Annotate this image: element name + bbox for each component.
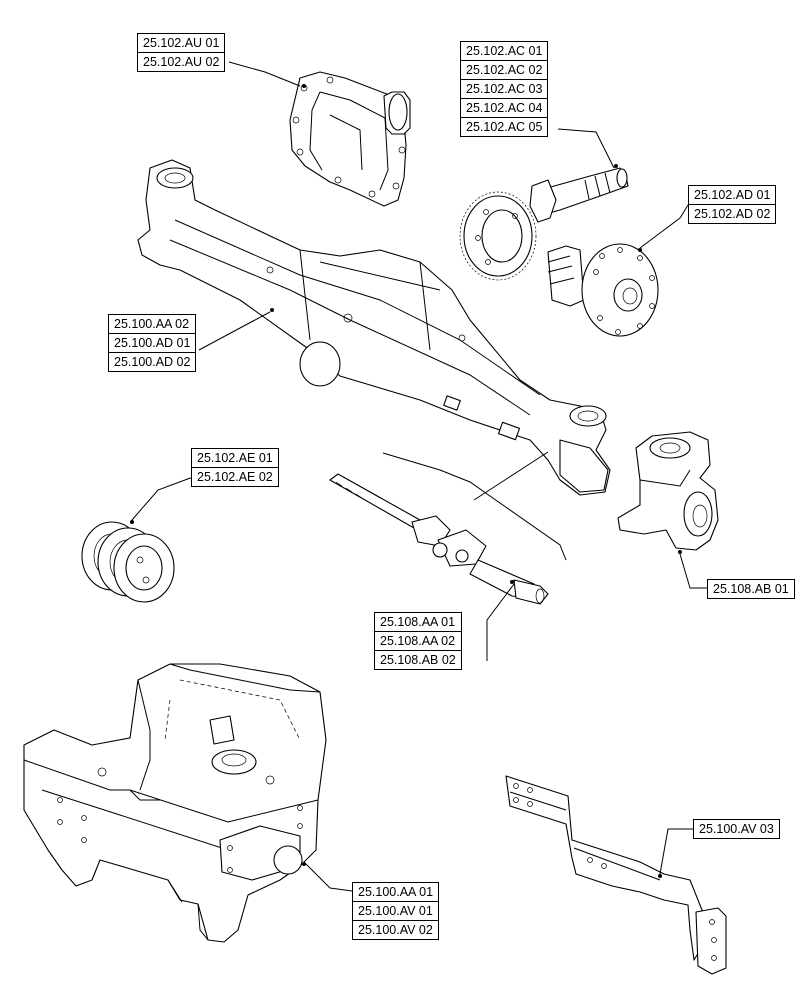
differential-housing-cover-icon [289, 71, 411, 207]
part-code: 25.102.AC 01 [461, 42, 548, 61]
part-code: 25.102.AU 02 [143, 55, 220, 69]
part-code: 25.108.AB 01 [713, 582, 789, 596]
callout-pinion-gear[interactable]: 25.102.AC 01 25.102.AC 02 25.102.AC 03 2… [460, 41, 549, 137]
part-code: 25.100.AD 01 [109, 334, 196, 353]
part-code: 25.102.AC 02 [461, 61, 548, 80]
callout-axle-housing[interactable]: 25.100.AA 02 25.100.AD 01 25.100.AD 02 [108, 314, 197, 372]
part-code: 25.102.AC 04 [461, 99, 548, 118]
cardan-shaft-icon [329, 473, 549, 605]
part-code: 25.102.AE 01 [192, 449, 278, 468]
callout-rear-housing[interactable]: 25.102.AU 01 25.102.AU 02 [137, 33, 226, 72]
callout-clutch-discs[interactable]: 25.102.AE 01 25.102.AE 02 [191, 448, 279, 487]
part-code: 25.100.AV 01 [353, 902, 439, 921]
part-code: 25.100.AA 01 [353, 883, 439, 902]
part-code: 25.100.AA 02 [109, 315, 196, 334]
callout-steering-knuckle[interactable]: 25.108.AB 01 [707, 579, 795, 599]
leader-lines [131, 61, 714, 892]
part-code: 25.102.AC 03 [461, 80, 548, 99]
part-code: 25.100.AV 02 [358, 923, 433, 937]
axle-support-frame-icon [23, 663, 327, 943]
part-code: 25.100.AD 02 [114, 355, 191, 369]
callout-drive-shaft[interactable]: 25.108.AA 01 25.108.AA 02 25.108.AB 02 [374, 612, 462, 670]
part-code: 25.102.AU 01 [138, 34, 225, 53]
part-code: 25.102.AE 02 [197, 470, 273, 484]
part-code: 25.100.AV 03 [699, 822, 774, 836]
part-code: 25.108.AA 02 [375, 632, 461, 651]
friction-discs-icon [81, 520, 175, 603]
assembly-axis-lines [382, 451, 567, 561]
differential-case-icon [547, 243, 659, 337]
ring-gear-icon [459, 191, 537, 281]
callout-bracket[interactable]: 25.100.AV 03 [693, 819, 780, 839]
front-axle-housing-icon [137, 159, 611, 496]
steering-knuckle-icon [617, 431, 719, 554]
part-code: 25.102.AD 01 [689, 186, 776, 205]
part-code: 25.108.AB 02 [380, 653, 456, 667]
callout-axle-support[interactable]: 25.100.AA 01 25.100.AV 01 25.100.AV 02 [352, 882, 440, 940]
bevel-pinion-shaft-icon [529, 164, 629, 223]
part-code: 25.102.AC 05 [466, 120, 543, 134]
mounting-bracket-icon [505, 775, 727, 975]
callout-differential[interactable]: 25.102.AD 01 25.102.AD 02 [688, 185, 777, 224]
part-code: 25.108.AA 01 [375, 613, 461, 632]
part-code: 25.102.AD 02 [694, 207, 771, 221]
